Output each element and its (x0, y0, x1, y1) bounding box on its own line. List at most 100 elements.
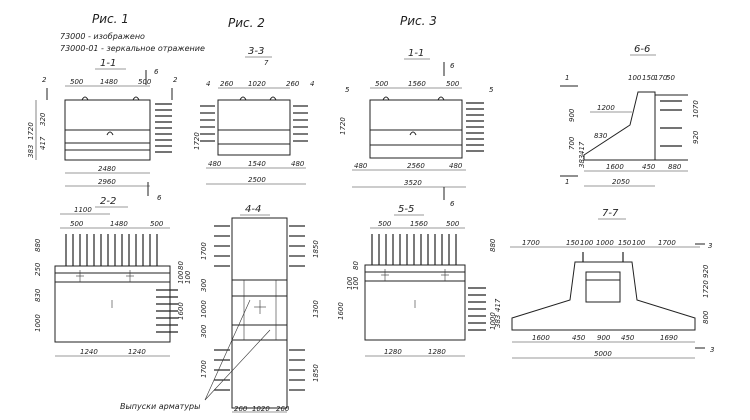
dim-label: 100 (632, 239, 646, 247)
dim-label: 1700 (200, 360, 208, 378)
rebar-stubs (466, 102, 484, 152)
dim-label: 100 (580, 239, 594, 247)
dim-label: 1070 (692, 100, 700, 118)
section-2-2: 2-2 1100 500 1480 500 (34, 196, 192, 357)
dim-label: 1020 (248, 80, 266, 88)
dim-label: 880 (489, 238, 497, 252)
rebar-stubs (660, 100, 682, 147)
dim-label: 150 (618, 239, 632, 247)
dim-label: 100 (177, 270, 185, 284)
dim-label: 417 (578, 141, 586, 155)
dim-label: 920 (692, 130, 700, 144)
dim-label: 1600 (532, 334, 550, 342)
dim-label: 1700 (522, 239, 540, 247)
dim-label: 383 (27, 145, 35, 158)
dim-label: 500 (70, 220, 84, 228)
dim-label: 100 (352, 276, 360, 290)
dim-label: 1000 (200, 300, 208, 318)
rebar-stubs (214, 225, 305, 391)
dim-label: 880 (34, 238, 42, 252)
dim-label: 1000 (596, 239, 614, 247)
section-label: 6-6 (634, 44, 650, 55)
dim-label: 920 (702, 264, 710, 278)
dim-label: 500 (446, 80, 460, 88)
dim-label: 1000 (34, 314, 42, 332)
section-label: 7-7 (602, 208, 619, 219)
dim-label: 1600 (337, 302, 345, 320)
dim-label: 260 (276, 405, 290, 413)
section-marker: 2 (173, 76, 178, 84)
dim-label: 1690 (660, 334, 678, 342)
rebar-stubs (200, 105, 308, 142)
section-label: 1-1 (408, 48, 424, 59)
dim-label: 1600 (177, 302, 185, 320)
dim-label: 700 (568, 136, 576, 150)
dim-label: 2500 (248, 176, 266, 184)
dim-label: 1480 (100, 78, 118, 86)
figure-2-title: Рис. 2 (228, 16, 265, 30)
dim-label: 1560 (410, 220, 428, 228)
section-marker: 6 (157, 194, 162, 202)
dim-label: 500 (138, 78, 152, 86)
section-marker: 3 (708, 242, 712, 250)
rebar-stubs (155, 103, 172, 153)
dim-label: 320 (39, 112, 47, 126)
dim-label: 480 (354, 162, 368, 170)
dim-label: 3520 (404, 179, 422, 187)
dim-label: 450 (572, 334, 586, 342)
dim-label: 500 (375, 80, 389, 88)
dim-label: 1850 (312, 240, 320, 258)
rebar-callout: Выпуски арматуры (120, 402, 200, 411)
figure-3-title: Рис. 3 (400, 14, 437, 28)
dim-label: 900 (568, 108, 576, 122)
dim-label: 1700 (200, 242, 208, 260)
section-marker: 2 (42, 76, 47, 84)
dim-label: 80 (352, 261, 360, 270)
section-label: 3-3 (248, 46, 264, 57)
section-6-6: 6-6 1 1 100 150 170 50 1200 900 700 417 … (560, 44, 700, 187)
dim-label: 900 (597, 334, 611, 342)
dim-label: 480 (291, 160, 305, 168)
dim-label: 383 (494, 315, 502, 328)
dim-label: 1850 (312, 364, 320, 382)
dim-label: 1280 (384, 348, 402, 356)
section-marker: 1 (565, 74, 569, 82)
dim-label: 300 (200, 278, 208, 292)
section-marker: 1 (565, 178, 569, 186)
section-marker: 7 (264, 59, 269, 67)
dim-label: 250 (34, 262, 42, 276)
dim-label: 1480 (110, 220, 128, 228)
dim-label: 1720 (339, 117, 347, 135)
note-line-1: 73000 - изображено (60, 32, 145, 41)
dim-label: 2960 (98, 178, 116, 186)
dim-label: 1560 (408, 80, 426, 88)
section-marker: 3 (710, 346, 714, 354)
dim-label: 1300 (312, 300, 320, 318)
dim-label: 260 (220, 80, 234, 88)
rebar-comb (65, 234, 158, 266)
dim-label: 500 (150, 220, 164, 228)
dim-label: 383 (578, 155, 586, 168)
section-label: 4-4 (245, 204, 261, 215)
note-line-2: 73000-01 - зеркальное отражение (60, 44, 205, 53)
dim-label: 1280 (428, 348, 446, 356)
dim-label: 150 (566, 239, 580, 247)
section-7-7: 7-7 1700 150 100 1000 150 100 1700 3 920… (494, 208, 714, 359)
section-marker: 6 (450, 62, 455, 70)
dim-label: 500 (378, 220, 392, 228)
dim-label: 1600 (606, 163, 624, 171)
dim-label: 2480 (98, 165, 116, 173)
section-label: 5-5 (398, 204, 414, 215)
dim-label: 450 (642, 163, 656, 171)
dim-label: 800 (702, 310, 710, 324)
section-marker: 5 (489, 86, 494, 94)
section-3-3-fig2: 3-3 7 4 4 260 1020 260 1720 480 (193, 46, 314, 185)
dim-label: 80 (177, 261, 185, 270)
dim-label: 100 (184, 270, 192, 284)
dim-label: 50 (666, 74, 675, 82)
dim-label: 1720 (193, 132, 201, 150)
dim-label: 260 (286, 80, 300, 88)
section-label: 2-2 (100, 196, 116, 207)
dim-label: 1000 (489, 312, 497, 330)
